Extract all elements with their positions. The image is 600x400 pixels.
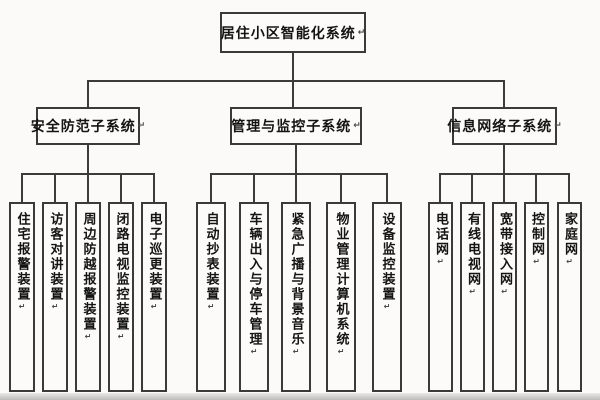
- connector-top-bus: [87, 80, 505, 82]
- return-mark-icon: ↵: [382, 302, 392, 311]
- root-label: 居住小区智能化系统: [220, 25, 356, 42]
- leaf-node-patrol-device: 电子巡更装置↵: [141, 202, 167, 392]
- branch-label: 管理与监控子系统: [231, 119, 352, 135]
- leaf-node-residential-alarm: 住宅报警装置↵: [9, 202, 35, 392]
- leaf-node-cctv-monitor: 闭路电视监控装置↵: [108, 202, 134, 392]
- leaf-label: 电话网: [433, 212, 448, 257]
- return-mark-icon: ↵: [336, 347, 346, 356]
- connector-leaf-drop: [386, 173, 388, 202]
- connector-leaf-drop: [568, 173, 570, 202]
- leaf-label: 有线电视网: [465, 212, 480, 287]
- leaf-node-control-net: 控制网↵: [524, 202, 549, 392]
- image-bottom-edge: [0, 393, 600, 400]
- leaf-node-telephone-net: 电话网↵: [428, 202, 453, 392]
- leaf-label: 闭路电视监控装置: [113, 212, 129, 332]
- connector-leaf-drop: [54, 173, 56, 202]
- branch-label: 信息网络子系统: [447, 119, 553, 135]
- return-mark-icon: ↵: [291, 347, 301, 356]
- branch-node-management: 管理与监控子系统↵: [230, 107, 362, 145]
- return-mark-icon: ↵: [436, 257, 445, 266]
- connector-leaf-drop: [120, 173, 122, 202]
- leaf-node-perimeter-alarm: 周边防越报警装置↵: [75, 202, 101, 392]
- leaf-node-home-net: 家庭网↵: [557, 202, 582, 392]
- return-mark-icon: ↵: [50, 302, 60, 311]
- leaf-label: 物业管理计算机系统: [333, 212, 349, 347]
- return-mark-icon: ↵: [149, 302, 159, 311]
- return-mark-icon: ↵: [116, 332, 126, 341]
- leaf-label: 家庭网: [562, 212, 577, 257]
- return-mark-icon: ↵: [554, 121, 562, 131]
- leaf-label: 电子巡更装置: [146, 212, 162, 302]
- connector-leaf-drop: [439, 173, 441, 202]
- connector-leaf-drop: [210, 173, 212, 202]
- branch-node-security: 安全防范子系统↵: [31, 107, 145, 145]
- connector-security-bus: [21, 173, 155, 175]
- return-mark-icon: ↵: [17, 302, 27, 311]
- branch-label: 安全防范子系统: [30, 119, 136, 135]
- leaf-node-property-computer: 物业管理计算机系统↵: [326, 202, 356, 392]
- return-mark-icon: ↵: [565, 257, 574, 266]
- leaf-label: 访客对讲装置: [47, 212, 63, 302]
- leaf-node-broadband-net: 宽带接入网↵: [492, 202, 517, 392]
- leaf-node-equipment-monitor: 设备监控装置↵: [372, 202, 402, 392]
- leaf-label: 住宅报警装置: [14, 212, 30, 302]
- leaf-label: 自动抄表装置: [203, 212, 219, 302]
- connector-network-bus: [439, 173, 570, 175]
- root-node: 居住小区智能化系统↵: [220, 12, 366, 53]
- return-mark-icon: ↵: [83, 332, 93, 341]
- connector-leaf-drop: [21, 173, 23, 202]
- leaf-label: 紧急广播与背景音乐: [288, 212, 304, 347]
- leaf-node-broadcast-music: 紧急广播与背景音乐↵: [281, 202, 311, 392]
- return-mark-icon: ↵: [353, 121, 361, 131]
- leaf-label: 宽带接入网: [497, 212, 512, 287]
- connector-leaf-drop: [153, 173, 155, 202]
- return-mark-icon: ↵: [249, 347, 259, 356]
- return-mark-icon: ↵: [468, 287, 477, 296]
- leaf-label: 周边防越报警装置: [80, 212, 96, 332]
- leaf-node-visitor-intercom: 访客对讲装置↵: [42, 202, 68, 392]
- return-mark-icon: ↵: [357, 27, 366, 38]
- return-mark-icon: ↵: [500, 287, 509, 296]
- leaf-node-catv-net: 有线电视网↵: [460, 202, 485, 392]
- connector-drop-network: [503, 80, 505, 107]
- leaf-node-parking-management: 车辆出入与停车管理↵: [239, 202, 269, 392]
- leaf-label: 设备监控装置: [379, 212, 395, 302]
- branch-node-network: 信息网络子系统↵: [447, 107, 562, 145]
- return-mark-icon: ↵: [137, 121, 146, 131]
- connector-leaf-drop: [535, 173, 537, 202]
- connector-leaf-drop: [471, 173, 473, 202]
- leaf-node-meter-reading: 自动抄表装置↵: [196, 202, 226, 392]
- return-mark-icon: ↵: [532, 257, 541, 266]
- leaf-label: 车辆出入与停车管理: [246, 212, 262, 347]
- connector-drop-security: [87, 80, 89, 107]
- connector-leaf-drop: [253, 173, 255, 202]
- connector-management-bus: [210, 173, 387, 175]
- return-mark-icon: ↵: [206, 302, 216, 311]
- leaf-label: 控制网: [529, 212, 544, 257]
- connector-leaf-drop: [340, 173, 342, 202]
